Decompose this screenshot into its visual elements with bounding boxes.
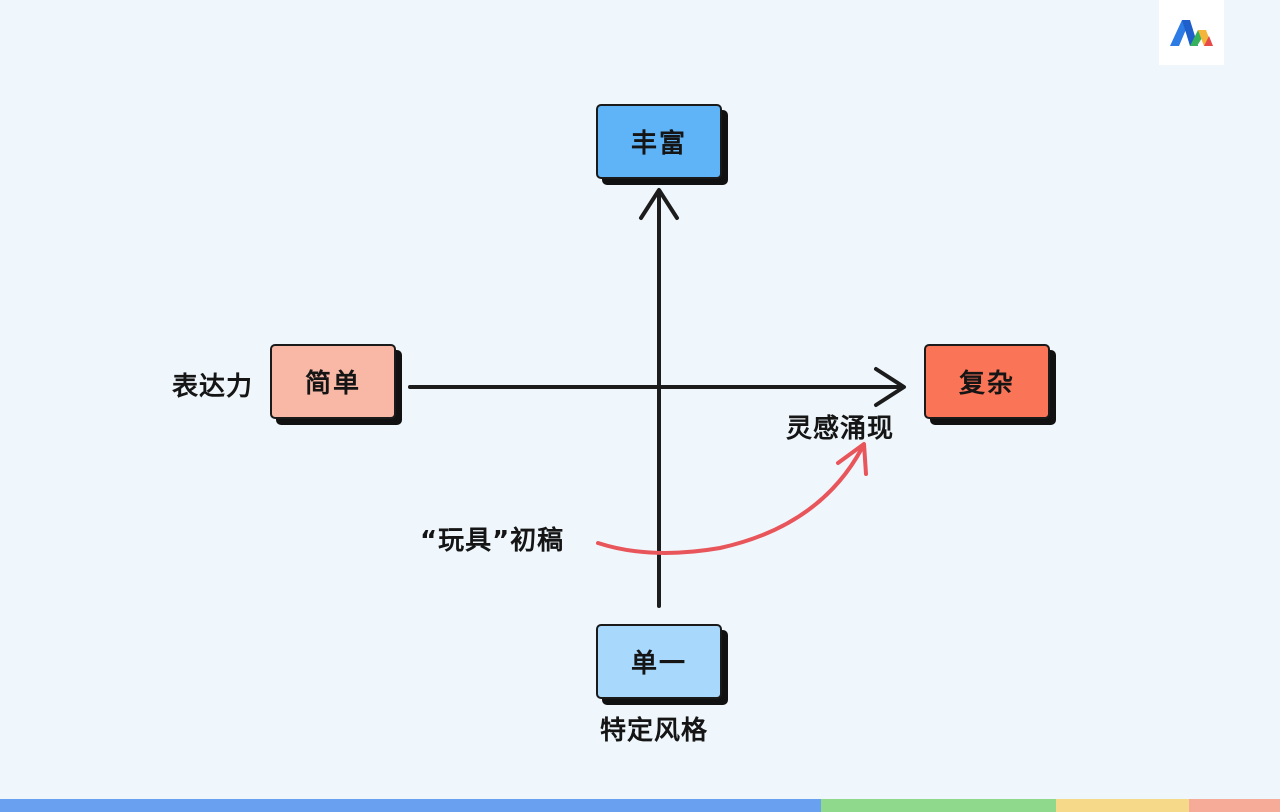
bottom-bar-blue [0,799,821,812]
bottom-bar-yellow [1056,799,1189,812]
horizontal-axis-arrowhead [874,367,906,407]
brand-logo-icon [1170,20,1213,46]
logo-card [1159,0,1224,65]
node-simple: 简单 [270,344,396,419]
node-rich: 丰富 [596,104,722,179]
node-single: 单一 [596,624,722,699]
bottom-bar-green [821,799,1056,812]
label-specific-style: 特定风格 [600,716,709,746]
node-complex: 复杂 [924,344,1050,419]
bottom-bar-salmon [1189,799,1280,812]
vertical-axis-arrowhead [639,188,679,220]
label-toy-draft: “玩具”初稿 [420,526,565,556]
label-expressiveness: 表达力 [172,372,254,402]
growth-curve [596,446,864,555]
bottom-color-bar [0,799,1280,812]
growth-curve-arrowhead [836,442,868,476]
label-inspiration: 灵感涌现 [786,414,895,444]
